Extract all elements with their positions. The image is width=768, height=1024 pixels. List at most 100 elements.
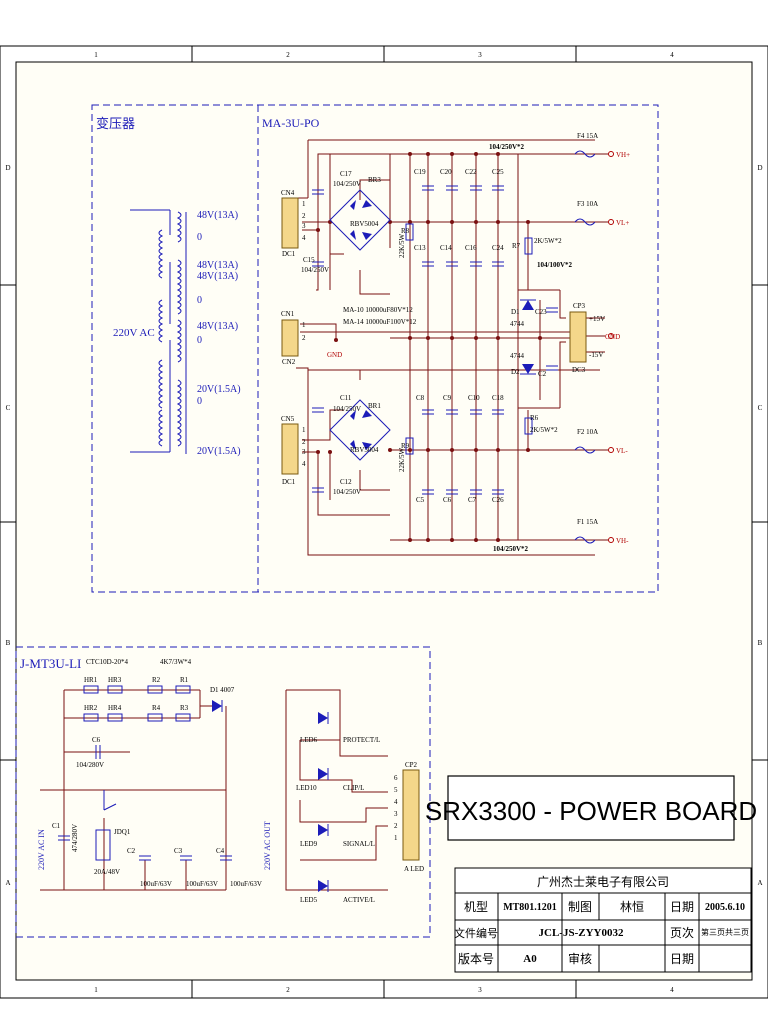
svg-text:DC1: DC1 xyxy=(282,250,296,258)
zone-col-1-bottom: 1 xyxy=(94,986,98,994)
svg-text:1: 1 xyxy=(302,321,306,329)
top-section: 变压器 MA-3U-PO 220V AC 48V(13A) 0 48V(13A)… xyxy=(91,104,659,593)
svg-text:RBV5004: RBV5004 xyxy=(350,220,379,228)
c11-value: 104/250V xyxy=(333,405,361,413)
svg-text:1: 1 xyxy=(302,200,306,208)
tap-6: 0 xyxy=(197,335,202,346)
cap-note-top: 104/250V*2 xyxy=(489,143,525,151)
svg-text:6: 6 xyxy=(394,774,398,782)
tap-2: 48V(13A) xyxy=(197,260,238,271)
r8-value: 22K/5W xyxy=(398,234,406,259)
led-9: LED9 SIGNAL/L xyxy=(300,824,375,848)
zone-col-3-top: 3 xyxy=(478,51,482,59)
svg-text:LED10: LED10 xyxy=(296,784,317,792)
svg-text:1: 1 xyxy=(302,426,306,434)
ac-in-label: 220V AC IN xyxy=(37,829,46,870)
cap-note-bottom: 104/250V*2 xyxy=(493,545,529,553)
cap-c14: C14 xyxy=(440,244,452,252)
svg-text:2: 2 xyxy=(394,822,398,830)
zone-row-c-left: C xyxy=(6,404,11,412)
primary-voltage: 220V AC xyxy=(113,327,155,339)
ma-note-1: MA-10 10000uF80V*12 xyxy=(343,306,413,314)
tb-file-value: JCL-JS-ZYY0032 xyxy=(539,927,624,939)
tb-date-value: 2005.6.10 xyxy=(705,902,745,913)
c11-label: C11 xyxy=(340,394,352,402)
zone-col-4-bottom: 4 xyxy=(670,986,674,994)
transformer: 220V AC 48V(13A) 0 48V(13A) 48V(13A) 0 4… xyxy=(113,209,241,457)
tb-date2-label: 日期 xyxy=(670,952,694,966)
svg-text:CN4: CN4 xyxy=(281,189,295,197)
main-wiring xyxy=(296,139,605,556)
cap-c13: C13 xyxy=(414,244,426,252)
junctions xyxy=(316,152,542,542)
svg-text:RBV5004: RBV5004 xyxy=(350,446,379,454)
bridge-br1: BR1 RBV5004 xyxy=(329,399,391,461)
svg-text:CLIP/L: CLIP/L xyxy=(343,784,364,792)
hr1-label: HR1 xyxy=(84,676,98,684)
svg-text:LED9: LED9 xyxy=(300,840,318,848)
svg-text:PROTECT/L: PROTECT/L xyxy=(343,736,380,744)
output-terminals xyxy=(595,151,614,543)
tb-review-label: 审核 xyxy=(568,951,592,966)
c23-label: C23 xyxy=(535,308,547,316)
svg-text:DC3: DC3 xyxy=(572,366,586,374)
zone-row-c-right: C xyxy=(758,404,763,412)
regulator-resistors xyxy=(524,237,533,435)
zener-d2: D2 4744 xyxy=(510,352,536,376)
led-board-section: J-MT3U-LI CTC10D-20*4 4K7/3W*4 HR1 HR3 H… xyxy=(15,646,431,938)
c17-value: 104/250V xyxy=(333,180,361,188)
out-vh-plus: VH+ xyxy=(616,151,630,159)
tap-5: 48V(13A) xyxy=(197,321,238,332)
main-board-section-title: MA-3U-PO xyxy=(262,116,320,130)
led-board-title: J-MT3U-LI xyxy=(20,656,81,671)
tb-date-label: 日期 xyxy=(670,900,694,914)
zone-col-1-top: 1 xyxy=(94,51,98,59)
ctc-note: CTC10D-20*4 xyxy=(86,658,129,666)
zone-row-b-right: B xyxy=(758,639,763,647)
ma-note-2: MA-14 10000uF100V*12 xyxy=(343,318,417,326)
out-vl-minus: VL- xyxy=(616,447,628,455)
cp2-connector: CP2 A LED 6 5 4 3 2 1 xyxy=(394,761,424,873)
tap-1: 0 xyxy=(197,232,202,243)
svg-text:20A/48V: 20A/48V xyxy=(94,868,120,876)
hr4-label: HR4 xyxy=(108,704,122,712)
tap-0: 48V(13A) xyxy=(197,210,238,221)
cap-c10: C10 xyxy=(468,394,480,402)
svg-text:4: 4 xyxy=(394,798,398,806)
sheet-title: SRX3300 - POWER BOARD xyxy=(425,796,757,826)
tb-file-label: 文件编号 xyxy=(454,926,498,940)
svg-text:D1 4007: D1 4007 xyxy=(210,686,235,694)
r7-value: 2K/5W*2 xyxy=(534,237,562,245)
tb-model-label: 机型 xyxy=(464,900,488,914)
tb-rev-value: A0 xyxy=(523,953,537,965)
c2-label: C2 xyxy=(127,847,136,855)
r8-label: R8 xyxy=(401,227,410,235)
svg-text:4: 4 xyxy=(302,234,306,242)
c1-value: 474/280V xyxy=(71,824,79,852)
svg-text:BR1: BR1 xyxy=(368,402,381,410)
cap-c8: C8 xyxy=(416,394,425,402)
led-6: LED6 PROTECT/L xyxy=(300,712,380,744)
cap-c25: C25 xyxy=(492,168,504,176)
cn5-connector: CN5 DC1 1 2 3 4 xyxy=(281,415,306,486)
tap-3: 48V(13A) xyxy=(197,271,238,282)
zener-d1: D1 4744 xyxy=(510,299,536,328)
svg-text:LED5: LED5 xyxy=(300,896,318,904)
ntc-resistors xyxy=(83,685,191,722)
c6-value: 104/280V xyxy=(76,761,104,769)
svg-text:-15V: -15V xyxy=(589,351,603,359)
led-wiring xyxy=(40,689,388,891)
r4-label: R4 xyxy=(152,704,161,712)
cap-c6: C6 xyxy=(443,496,452,504)
transformer-section-title: 变压器 xyxy=(96,116,135,131)
svg-text:3: 3 xyxy=(302,222,306,230)
zone-row-a-right: A xyxy=(757,879,762,887)
cap-c20: C20 xyxy=(440,168,452,176)
svg-text:ACTIVE/L: ACTIVE/L xyxy=(343,896,375,904)
zone-row-a-left: A xyxy=(5,879,10,887)
cn4-connector: CN4 DC1 1 2 3 4 xyxy=(281,189,306,258)
c3-label: C3 xyxy=(174,847,183,855)
cp3-connector: CP3 DC3 +15V GND -15V xyxy=(569,302,620,374)
zone-col-2-bottom: 2 xyxy=(286,986,290,994)
